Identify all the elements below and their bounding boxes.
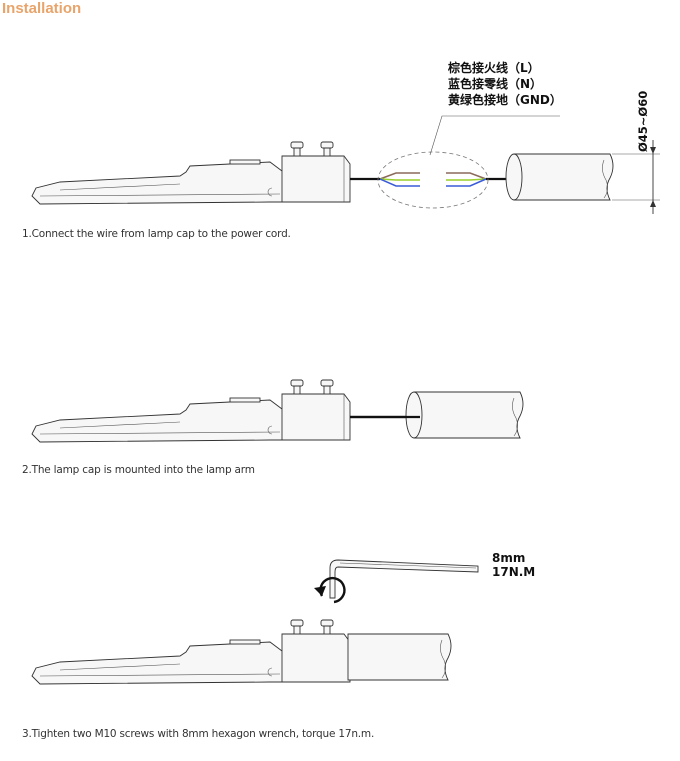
- wire-label-ground: 黄绿色接地（GND）: [448, 93, 562, 107]
- lamp-cap: [281, 141, 351, 203]
- step1-diagram: [31, 115, 660, 214]
- lamp-arm-tube: [505, 153, 614, 201]
- wrench-size-label: 8mm: [492, 551, 526, 565]
- wrench-labels: 8mm 17N.M: [492, 551, 535, 579]
- hex-wrench: [329, 559, 479, 599]
- lamp-arm-tube: [405, 391, 524, 439]
- leader-line: [429, 115, 560, 156]
- lamp-body: [31, 639, 287, 685]
- lamp-wire-ends: [379, 172, 420, 187]
- lamp-cap: [281, 379, 351, 441]
- torque-label: 17N.M: [492, 565, 536, 579]
- diameter-dimension: [612, 140, 660, 214]
- diameter-label: Ø45~Ø60: [636, 90, 650, 152]
- step2-diagram: [31, 379, 524, 443]
- page-title: Installation: [2, 0, 82, 17]
- step3-diagram: [31, 559, 479, 685]
- power-cord-wire-ends: [446, 172, 487, 187]
- lamp-cap: [281, 619, 351, 683]
- step3-caption: 3.Tighten two M10 screws with 8mm hexago…: [22, 728, 375, 740]
- wire-labels: 棕色接火线（L） 蓝色接零线（N） 黄绿色接地（GND）: [448, 60, 562, 108]
- lamp-body: [31, 397, 287, 443]
- rotation-arrow-icon: [314, 576, 346, 604]
- wire-label-live: 棕色接火线（L）: [448, 61, 540, 75]
- connection-zoom-ellipse: [377, 151, 489, 209]
- wire-label-neutral: 蓝色接零线（N）: [448, 77, 543, 91]
- lamp-body: [31, 159, 287, 205]
- lamp-arm-tube: [347, 633, 452, 681]
- step1-caption: 1.Connect the wire from lamp cap to the …: [22, 228, 291, 240]
- step2-caption: 2.The lamp cap is mounted into the lamp …: [22, 464, 255, 476]
